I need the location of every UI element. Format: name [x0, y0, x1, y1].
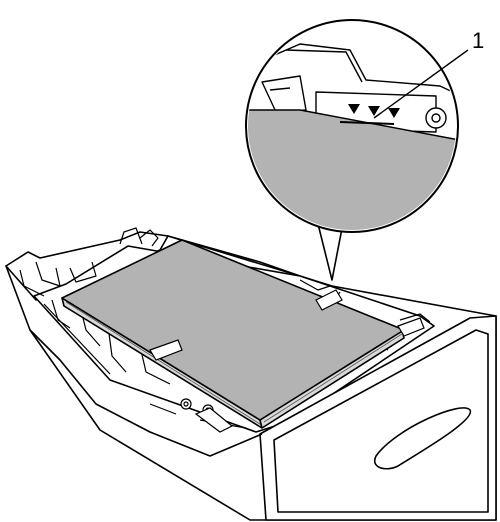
tray-back-wall	[167, 235, 301, 277]
tray-roller-detail	[180, 398, 234, 433]
tray-front-panel	[259, 315, 497, 521]
magnifier-callout	[245, 19, 459, 281]
tray-left-front-edge	[29, 329, 263, 457]
callout-label-1: 1	[472, 28, 484, 53]
callout-leader-line	[373, 49, 469, 119]
tray-handle-recess	[373, 407, 471, 470]
max-paper-line	[339, 121, 395, 125]
magnifier-wall-ridge	[285, 49, 363, 83]
magnifier-knob	[425, 107, 447, 129]
paper-stack-lines	[65, 301, 403, 425]
magnifier-paper	[248, 109, 456, 230]
paper-guides	[149, 289, 425, 361]
magnifier-guide-slot	[261, 75, 307, 113]
max-paper-mark-triangles	[348, 104, 400, 118]
triangle-mark-1	[348, 104, 360, 114]
magnifier-tail	[315, 215, 345, 281]
triangle-mark-2	[368, 106, 380, 116]
tray-front-inner	[273, 329, 489, 513]
triangle-mark-3	[388, 108, 400, 118]
